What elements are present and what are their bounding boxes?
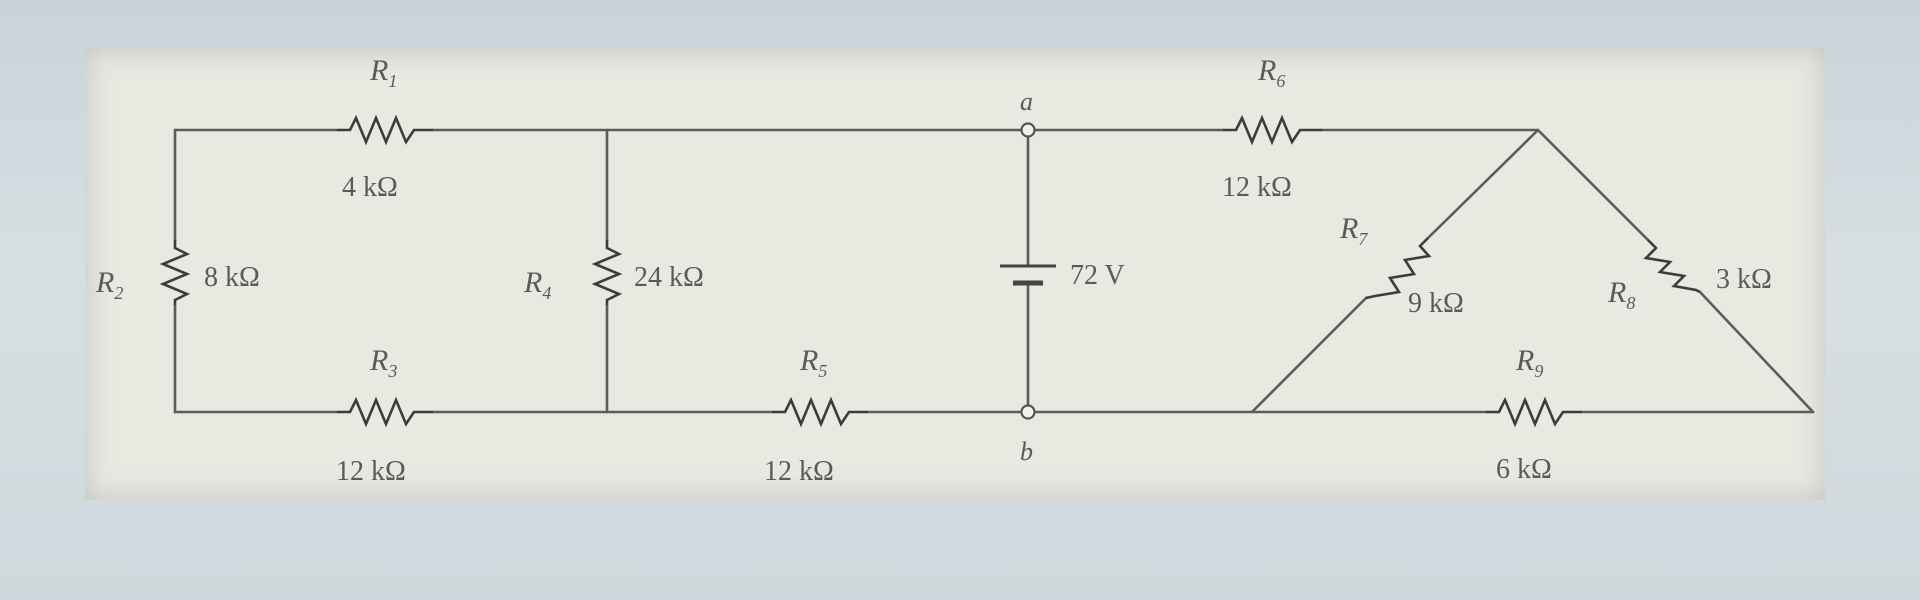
r8-label: R8 <box>1607 276 1635 313</box>
r8-value: 3 kΩ <box>1716 264 1772 295</box>
r8-resistor-symbol <box>1643 239 1701 294</box>
wire-r8-lower <box>1698 290 1815 414</box>
wire-r7-lower <box>1250 296 1368 414</box>
r2-resistor-symbol <box>159 240 191 305</box>
r4-value: 24 kΩ <box>634 262 704 293</box>
r6-resistor-symbol <box>1223 114 1322 146</box>
r3-label: R3 <box>369 344 397 381</box>
r3-value: 12 kΩ <box>336 456 406 487</box>
r7-label: R7 <box>1339 212 1368 249</box>
r7-value: 9 kΩ <box>1408 288 1464 319</box>
r5-value: 12 kΩ <box>764 456 834 487</box>
r9-value: 6 kΩ <box>1496 454 1552 485</box>
terminal-a[interactable] <box>1020 122 1036 138</box>
wire-r8-upper <box>1536 128 1650 242</box>
wires <box>173 128 1815 414</box>
r5-resistor-symbol <box>772 396 868 428</box>
r9-label: R9 <box>1515 344 1543 381</box>
r3-resistor-symbol <box>337 396 433 428</box>
r1-label: R1 <box>369 54 397 91</box>
r1-resistor-symbol <box>337 114 433 146</box>
r4-resistor-symbol <box>591 240 623 305</box>
battery-symbol <box>1000 264 1056 286</box>
r4-label: R4 <box>523 266 551 303</box>
r5-label: R5 <box>799 344 827 381</box>
terminal-b[interactable] <box>1020 404 1036 420</box>
r7-resistor-symbol <box>1365 237 1432 300</box>
r2-label: R2 <box>95 266 123 303</box>
r9-resistor-symbol <box>1486 396 1582 428</box>
r6-value: 12 kΩ <box>1222 172 1292 203</box>
r1-value: 4 kΩ <box>342 172 398 203</box>
r2-value: 8 kΩ <box>204 262 260 293</box>
node-b-label: b <box>1020 437 1033 466</box>
source-voltage-label: 72 V <box>1070 260 1125 291</box>
node-a-label: a <box>1020 87 1033 116</box>
wire-r7-upper <box>1426 128 1540 240</box>
r6-label: R6 <box>1257 54 1285 91</box>
